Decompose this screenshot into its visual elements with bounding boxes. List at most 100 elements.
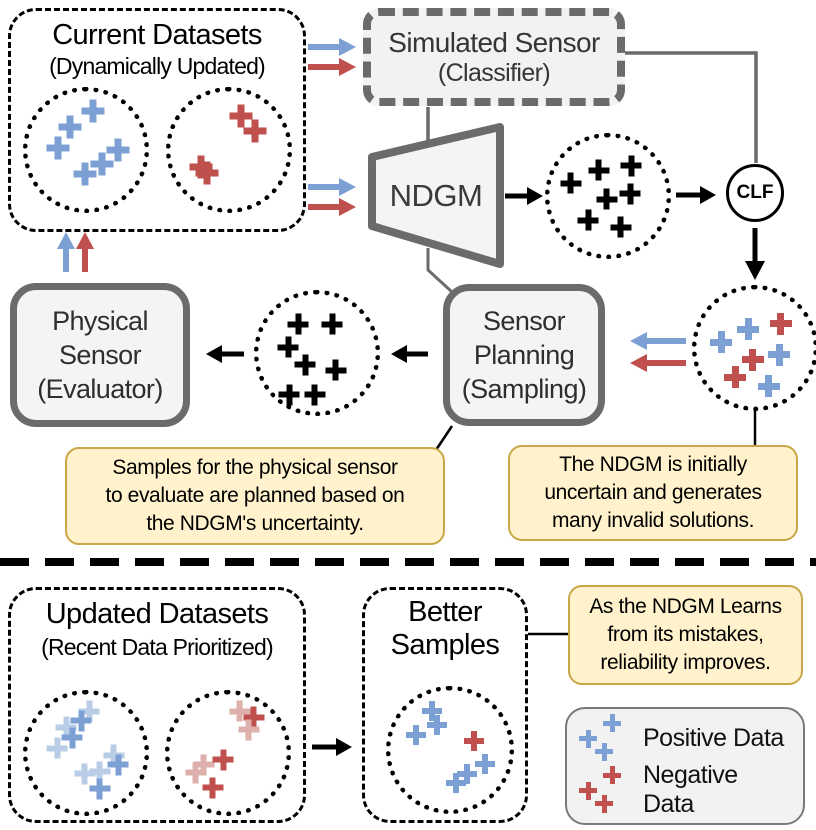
red-plus-marker	[189, 155, 213, 179]
black-plus-marker	[278, 384, 300, 406]
planning-to-planned-samples-arrow	[391, 345, 428, 363]
red-plus-marker	[243, 119, 267, 143]
black-plus-marker	[588, 159, 610, 181]
light_blue-plus-marker	[74, 763, 96, 785]
classified-samples-circle	[692, 285, 816, 411]
blue-plus-marker	[46, 136, 70, 160]
red-plus-marker	[769, 312, 792, 335]
sensor-planning-to-note-line	[434, 425, 454, 451]
sensor-planning-box: Sensor Planning (Sampling)	[443, 284, 605, 426]
blue-plus-marker	[475, 754, 496, 775]
datasets-to-simulated-red-arrow	[308, 58, 356, 76]
sensor-planning-label: Sensor Planning (Sampling)	[461, 305, 587, 405]
light_red-plus-marker	[185, 762, 207, 784]
updated-datasets-box: Updated Datasets (Recent Data Prioritize…	[8, 587, 306, 823]
blue-plus-marker	[603, 714, 622, 733]
black-plus-marker	[560, 172, 582, 194]
red-plus-marker	[579, 781, 598, 800]
black-plus-marker	[596, 188, 618, 210]
physical-sensor-label: Physical Sensor (Evaluator)	[37, 305, 163, 405]
updated-datasets-title: Updated Datasets	[45, 598, 269, 630]
better-samples-title: Better Samples	[390, 596, 500, 662]
blue-plus-marker	[595, 742, 614, 761]
blue-plus-marker	[427, 715, 448, 736]
updated-positive-circle	[23, 690, 149, 816]
legend-label-negative: Negative Data	[643, 761, 738, 818]
negative-dataset-circle	[166, 87, 292, 213]
blue-plus-marker	[757, 375, 780, 398]
light_blue-plus-marker	[55, 716, 77, 738]
planned-samples-circle	[254, 290, 380, 416]
black-plus-marker	[620, 155, 642, 177]
blue-plus-marker	[737, 318, 760, 341]
blue-plus-marker	[58, 115, 82, 139]
better-samples-circle	[386, 686, 514, 814]
clf-label: CLF	[736, 182, 774, 203]
blue-plus-marker	[405, 724, 426, 745]
blue-plus-marker	[70, 710, 92, 732]
blue-plus-marker	[73, 162, 97, 186]
red-plus-marker	[603, 766, 622, 785]
black-plus-marker	[277, 336, 299, 358]
current-datasets-subtitle: (Dynamically Updated)	[49, 53, 266, 79]
classified-to-planning-blue-arrow	[630, 332, 686, 350]
note-learning: As the NDGM Learns from its mistakes, re…	[568, 585, 803, 685]
physical-to-datasets-red-arrow	[76, 232, 94, 272]
red-plus-marker	[243, 706, 265, 728]
updated-negative-circle	[165, 690, 291, 816]
simulated-sensor-subtitle: (Classifier)	[437, 58, 551, 87]
legend-box: Positive Data Negative Data	[565, 707, 805, 825]
blue-plus-marker	[89, 778, 111, 800]
black-plus-marker	[325, 359, 347, 381]
current-datasets-box: Current Datasets (Dynamically Updated)	[8, 8, 306, 232]
red-plus-marker	[724, 366, 747, 388]
positive-marker-cluster	[577, 714, 629, 761]
blue-plus-marker	[445, 773, 466, 794]
red-plus-marker	[202, 777, 224, 799]
note-uncertain: The NDGM is initially uncertain and gene…	[508, 445, 798, 541]
blue-plus-marker	[710, 331, 733, 354]
red-plus-marker	[595, 794, 614, 813]
black-plus-marker	[610, 216, 632, 238]
legend-row-positive: Positive Data	[577, 714, 793, 761]
datasets-to-ndgm-red-arrow	[308, 198, 356, 216]
samples-to-clf-arrow	[676, 186, 716, 204]
classified-to-planning-red-arrow	[630, 354, 686, 372]
datasets-to-simulated-blue-arrow	[308, 38, 356, 56]
blue-plus-marker	[90, 152, 114, 176]
black-plus-marker	[304, 384, 326, 406]
note-planning-text: Samples for the physical sensor to evalu…	[105, 456, 405, 535]
simulated-sensor-box: Simulated Sensor (Classifier)	[363, 8, 625, 106]
blue-plus-marker	[422, 701, 443, 722]
black-plus-marker	[294, 354, 316, 376]
updated-datasets-subtitle: (Recent Data Prioritized)	[41, 634, 274, 660]
section-divider	[0, 558, 816, 566]
light_red-plus-marker	[193, 754, 215, 776]
red-plus-marker	[229, 104, 253, 128]
current-datasets-title: Current Datasets	[52, 19, 262, 51]
black-plus-marker	[619, 183, 641, 205]
ndgm-to-samples-arrow	[505, 187, 543, 205]
red-plus-marker	[741, 348, 764, 371]
negative-marker-cluster	[577, 766, 629, 813]
physical-sensor-box: Physical Sensor (Evaluator)	[10, 283, 190, 427]
clf-circle: CLF	[726, 164, 784, 222]
blue-plus-marker	[107, 754, 129, 776]
note-learning-text: As the NDGM Learns from its mistakes, re…	[589, 595, 782, 674]
clf-down-arrow	[745, 228, 765, 280]
light_blue-plus-marker	[78, 700, 100, 722]
blue-plus-marker	[579, 729, 598, 748]
red-plus-marker	[212, 749, 234, 771]
blue-plus-marker	[61, 727, 83, 749]
updated-to-better-arrow	[312, 738, 352, 756]
simulated-sensor-title: Simulated Sensor	[388, 26, 600, 58]
light_blue-plus-marker	[103, 744, 125, 766]
light_red-plus-marker	[229, 700, 251, 722]
note-planning: Samples for the physical sensor to evalu…	[65, 447, 445, 545]
black-plus-marker	[321, 313, 343, 335]
light_blue-plus-marker	[46, 737, 68, 759]
planned-samples-to-physical-arrow	[206, 345, 244, 363]
generated-samples-circle	[545, 133, 671, 259]
better-samples-box: Better Samples	[362, 587, 528, 823]
